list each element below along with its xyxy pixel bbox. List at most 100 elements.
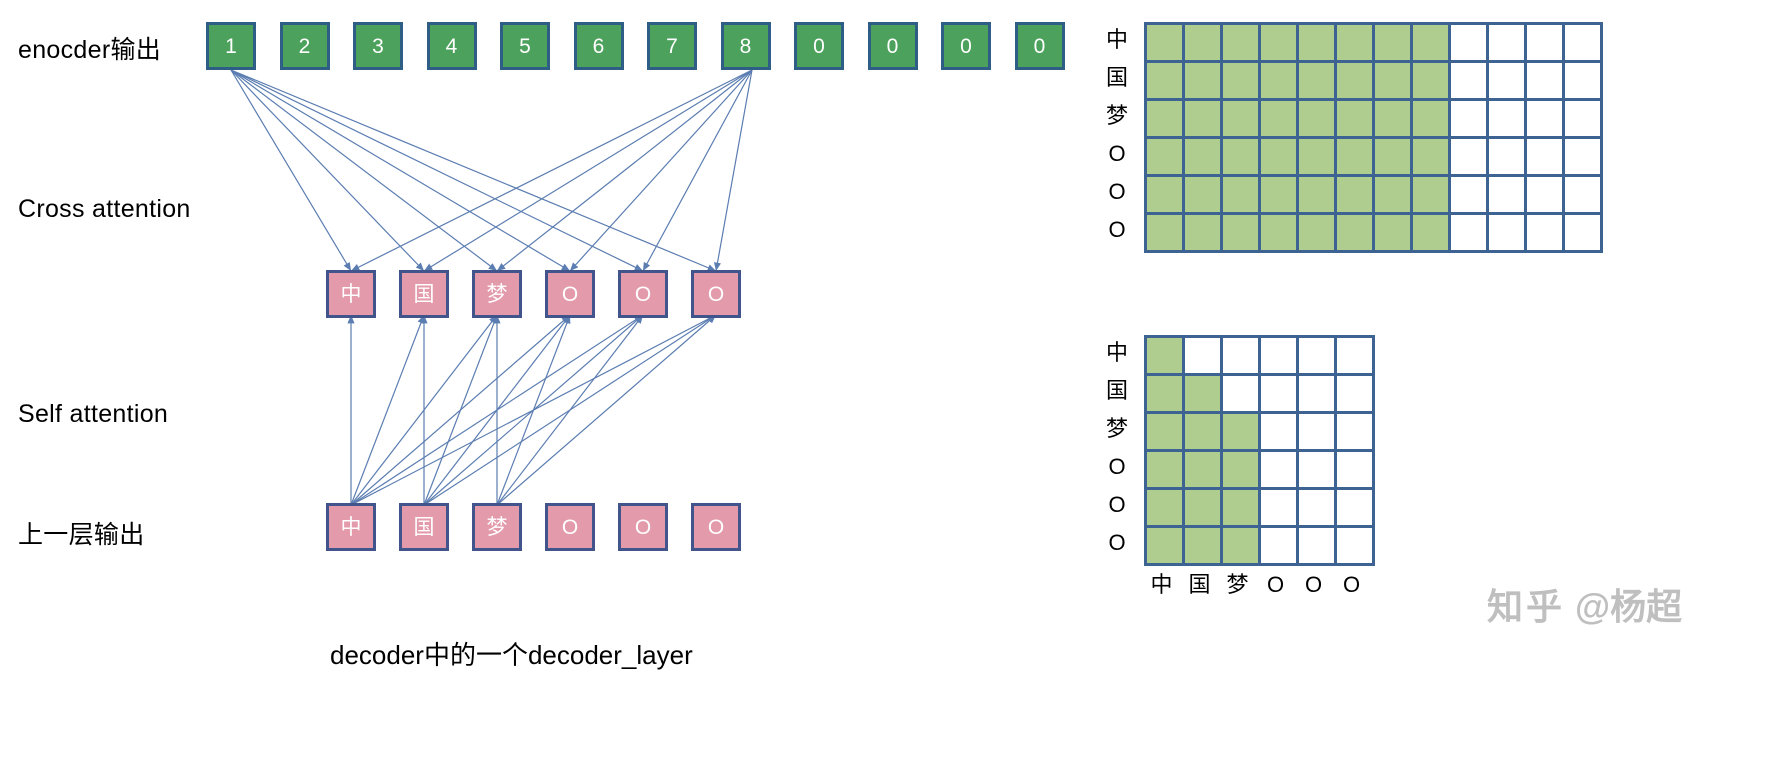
- matrix-cell-2-0: [1147, 101, 1182, 136]
- matrix-col-label-5: O: [1342, 572, 1361, 597]
- encoder-token-2[interactable]: 3: [353, 22, 403, 70]
- matrix-cell-5-11: [1565, 215, 1600, 250]
- matrix-cell-1-6: [1375, 63, 1410, 98]
- matrix-cell-0-7: [1413, 25, 1448, 60]
- matrix-cell-5-5: [1337, 528, 1372, 563]
- matrix-cell-4-7: [1413, 177, 1448, 212]
- matrix-cell-1-1: [1185, 63, 1220, 98]
- matrix-cell-0-1: [1185, 25, 1220, 60]
- figure-caption: decoder中的一个decoder_layer: [330, 640, 693, 670]
- encoder-token-10[interactable]: 0: [941, 22, 991, 70]
- matrix-cell-4-1: [1185, 490, 1220, 525]
- matrix-row-label-2: 梦: [1105, 415, 1128, 441]
- cross-attention-token-2[interactable]: 梦: [472, 270, 522, 318]
- matrix-cell-4-8: [1451, 177, 1486, 212]
- matrix-cell-0-2: [1223, 338, 1258, 373]
- cross-attention-token-1[interactable]: 国: [399, 270, 449, 318]
- matrix-col-label-3: O: [1266, 572, 1285, 597]
- matrix-cell-2-8: [1451, 101, 1486, 136]
- matrix-cell-2-9: [1489, 101, 1524, 136]
- matrix-cell-2-1: [1185, 101, 1220, 136]
- encoder-token-3[interactable]: 4: [426, 22, 477, 70]
- label-self-attention: Self attention: [18, 400, 169, 428]
- matrix-col-label-2: 梦: [1226, 572, 1249, 597]
- cross-attention-token-0[interactable]: 中: [326, 270, 376, 318]
- matrix-cell-1-4: [1299, 376, 1334, 411]
- matrix-cell-2-4: [1299, 101, 1334, 136]
- matrix-cell-1-10: [1527, 63, 1562, 98]
- matrix-cell-2-0: [1147, 414, 1182, 449]
- watermark: 知乎 @杨超: [1487, 578, 1682, 630]
- matrix-cell-0-9: [1489, 25, 1524, 60]
- matrix-cell-0-5: [1337, 25, 1372, 60]
- encoder-token-1[interactable]: 2: [279, 22, 330, 70]
- matrix-row-label-1: 国: [1105, 64, 1128, 90]
- decoder-input-token-5[interactable]: O: [691, 503, 741, 551]
- decoder-input-token-1[interactable]: 国: [399, 503, 449, 551]
- matrix-cell-2-6: [1375, 101, 1410, 136]
- matrix-cell-4-2: [1223, 177, 1258, 212]
- cross-attention-token-4[interactable]: O: [618, 270, 668, 318]
- matrix-cell-5-7: [1413, 215, 1448, 250]
- matrix-cell-3-2: [1223, 139, 1258, 174]
- matrix-cell-5-2: [1223, 528, 1258, 563]
- encoder-token-0[interactable]: 1: [206, 22, 256, 70]
- encoder-token-9[interactable]: 0: [867, 22, 918, 70]
- matrix-cell-1-8: [1451, 63, 1486, 98]
- matrix-cell-2-2: [1223, 414, 1258, 449]
- matrix-cell-3-6: [1375, 139, 1410, 174]
- matrix-cell-5-9: [1489, 215, 1524, 250]
- matrix-row-label-3: O: [1108, 140, 1126, 166]
- label-previous-layer-output: 上一层输出: [18, 521, 145, 549]
- matrix-cell-5-4: [1299, 215, 1334, 250]
- decoder-input-token-0[interactable]: 中: [326, 503, 376, 551]
- watermark-handle: @杨超: [1575, 586, 1683, 627]
- matrix-col-label-4: O: [1304, 572, 1323, 597]
- decoder-input-token-3[interactable]: O: [545, 503, 595, 551]
- matrix-cell-1-2: [1223, 63, 1258, 98]
- matrix-cell-0-8: [1451, 25, 1486, 60]
- matrix-grid: [1144, 22, 1603, 253]
- matrix-cell-4-5: [1337, 177, 1372, 212]
- matrix-cell-3-3: [1261, 139, 1296, 174]
- matrix-cell-5-3: [1261, 215, 1296, 250]
- matrix-cell-0-0: [1147, 25, 1182, 60]
- matrix-col-label-1: 国: [1188, 572, 1211, 597]
- matrix-cell-2-10: [1527, 101, 1562, 136]
- decoder-input-token-2[interactable]: 梦: [472, 503, 522, 551]
- matrix-cell-0-6: [1375, 25, 1410, 60]
- encoder-token-11[interactable]: 0: [1014, 22, 1065, 70]
- encoder-token-6[interactable]: 7: [647, 22, 697, 70]
- encoder-token-4[interactable]: 5: [500, 22, 550, 70]
- decoder-input-token-4[interactable]: O: [618, 503, 668, 551]
- matrix-row-label-4: O: [1108, 178, 1126, 204]
- matrix-cell-3-2: [1223, 452, 1258, 487]
- matrix-cell-3-1: [1185, 452, 1220, 487]
- matrix-row-label-0: 中: [1105, 339, 1128, 365]
- matrix-cell-0-4: [1299, 338, 1334, 373]
- matrix-cell-0-10: [1527, 25, 1562, 60]
- matrix-row-label-0: 中: [1105, 26, 1128, 52]
- matrix-row-label-3: O: [1108, 453, 1126, 479]
- matrix-cell-1-0: [1147, 63, 1182, 98]
- cross-attention-token-3[interactable]: O: [545, 270, 595, 318]
- matrix-cell-3-3: [1261, 452, 1296, 487]
- encoder-token-8[interactable]: 0: [794, 22, 844, 70]
- matrix-cell-5-4: [1299, 528, 1334, 563]
- matrix-cell-0-4: [1299, 25, 1334, 60]
- matrix-cell-0-3: [1261, 338, 1296, 373]
- encoder-token-5[interactable]: 6: [573, 22, 624, 70]
- matrix-cell-1-5: [1337, 376, 1372, 411]
- matrix-cell-0-2: [1223, 25, 1258, 60]
- matrix-cell-3-0: [1147, 452, 1182, 487]
- matrix-grid: [1144, 335, 1375, 566]
- matrix-cell-5-10: [1527, 215, 1562, 250]
- cross-attention-token-5[interactable]: O: [691, 270, 741, 318]
- matrix-cell-1-5: [1337, 63, 1372, 98]
- matrix-cell-2-11: [1565, 101, 1600, 136]
- matrix-cell-3-8: [1451, 139, 1486, 174]
- matrix-cell-2-5: [1337, 414, 1372, 449]
- encoder-token-7[interactable]: 8: [720, 22, 771, 70]
- matrix-cell-5-3: [1261, 528, 1296, 563]
- matrix-cell-0-1: [1185, 338, 1220, 373]
